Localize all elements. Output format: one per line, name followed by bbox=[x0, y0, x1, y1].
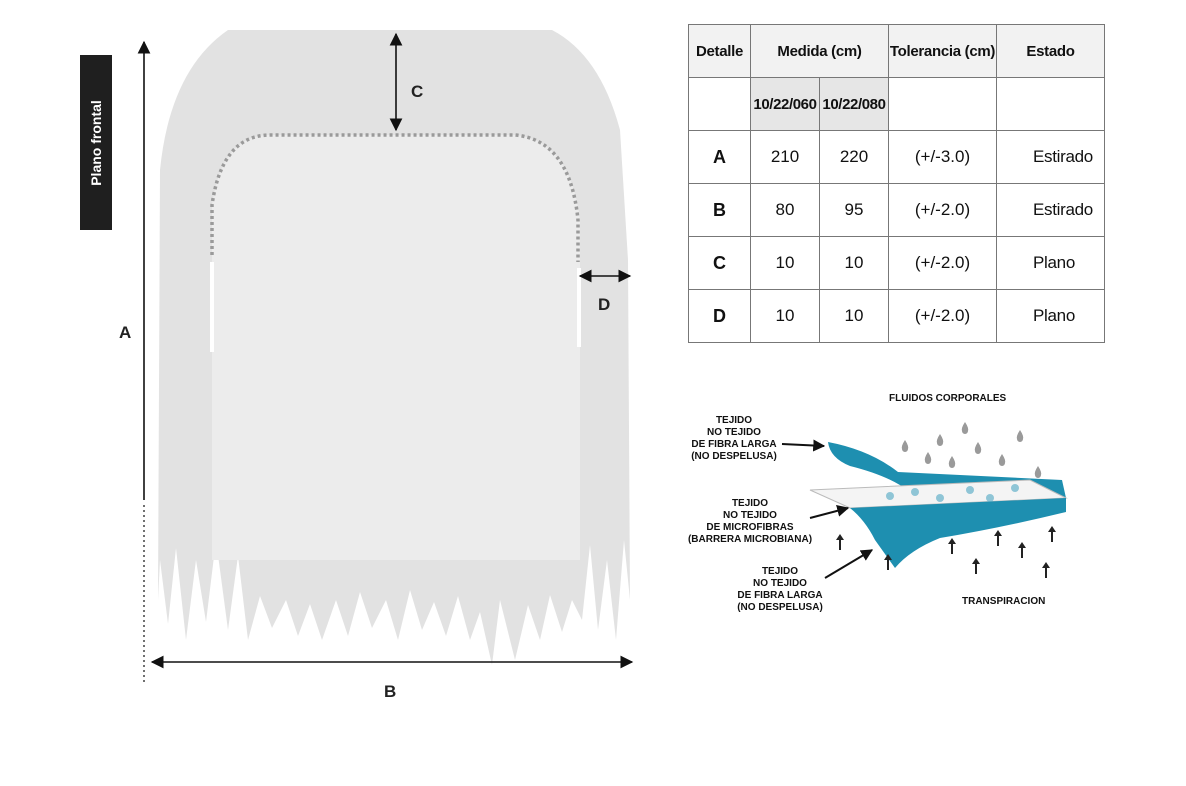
row-measure-2: 10 bbox=[819, 236, 889, 290]
header-measure: Medida (cm) bbox=[750, 24, 889, 78]
dimension-c-label: C bbox=[411, 82, 423, 101]
layer1-line: DE FIBRA LARGA bbox=[691, 439, 777, 450]
dimension-b-label: B bbox=[384, 682, 396, 701]
header-state: Estado bbox=[996, 24, 1105, 78]
fabric-bottom-layer bbox=[850, 498, 1066, 568]
measurement-table: Detalle Medida (cm) Tolerancia (cm) Esta… bbox=[688, 24, 1105, 343]
row-detail: D bbox=[688, 289, 751, 343]
microfibre-holes bbox=[886, 484, 1019, 502]
front-view-label: Plano frontal bbox=[80, 55, 112, 230]
dimension-d-label: D bbox=[598, 295, 610, 314]
row-state: Plano bbox=[996, 289, 1105, 343]
fabric-bottom-label: TRANSPIRACION bbox=[962, 596, 1046, 607]
pointer-top-layer bbox=[781, 439, 826, 452]
header-detail: Detalle bbox=[688, 24, 751, 78]
row-tolerance: (+/-3.0) bbox=[888, 130, 997, 184]
size-row-empty bbox=[996, 77, 1105, 131]
fabric-top-label: FLUIDOS CORPORALES bbox=[889, 393, 1007, 404]
row-measure-2: 95 bbox=[819, 183, 889, 237]
layer3-line: DE FIBRA LARGA bbox=[737, 590, 823, 601]
drape-inner-panel bbox=[212, 135, 580, 560]
row-measure-1: 80 bbox=[750, 183, 820, 237]
fabric-layers-diagram bbox=[781, 422, 1068, 579]
layer1-caption: TEJIDO NO TEJIDO DE FIBRA LARGA (NO DESP… bbox=[686, 415, 782, 463]
table-row: A 210 220 (+/-3.0) Estirado bbox=[688, 130, 1105, 184]
layer2-line: NO TEJIDO bbox=[723, 510, 777, 521]
size-code: 10/22/060 bbox=[750, 77, 820, 131]
dimension-a-label: A bbox=[119, 323, 131, 342]
pointer-middle-layer bbox=[809, 504, 850, 519]
layer2-caption: TEJIDO NO TEJIDO DE MICROFIBRAS (BARRERA… bbox=[684, 498, 816, 546]
layer2-line: DE MICROFIBRAS bbox=[706, 522, 794, 533]
table-row: B 80 95 (+/-2.0) Estirado bbox=[688, 183, 1105, 237]
size-code: 10/22/080 bbox=[819, 77, 889, 131]
row-measure-2: 220 bbox=[819, 130, 889, 184]
header-tolerance: Tolerancia (cm) bbox=[888, 24, 997, 78]
row-state: Plano bbox=[996, 236, 1105, 290]
inner-contour-dotted bbox=[210, 133, 580, 262]
row-detail: C bbox=[688, 236, 751, 290]
row-tolerance: (+/-2.0) bbox=[888, 236, 997, 290]
layer3-line: (NO DESPELUSA) bbox=[737, 602, 823, 613]
row-measure-1: 10 bbox=[750, 236, 820, 290]
row-tolerance: (+/-2.0) bbox=[888, 183, 997, 237]
size-row-empty bbox=[888, 77, 997, 131]
layer1-line: (NO DESPELUSA) bbox=[691, 451, 777, 462]
layer2-line: (BARRERA MICROBIANA) bbox=[687, 534, 813, 545]
table-row: C 10 10 (+/-2.0) Plano bbox=[688, 236, 1105, 290]
row-detail: B bbox=[688, 183, 751, 237]
layer2-line: TEJIDO bbox=[731, 498, 769, 509]
row-state: Estirado bbox=[996, 183, 1105, 237]
layer3-line: TEJIDO bbox=[761, 566, 799, 577]
table-size-row: 10/22/060 10/22/080 bbox=[688, 77, 1105, 131]
table-row: D 10 10 (+/-2.0) Plano bbox=[688, 289, 1105, 343]
row-measure-1: 10 bbox=[750, 289, 820, 343]
row-detail: A bbox=[688, 130, 751, 184]
fluid-droplets bbox=[901, 422, 1042, 478]
row-tolerance: (+/-2.0) bbox=[888, 289, 997, 343]
layer1-line: TEJIDO bbox=[715, 415, 753, 426]
pointer-bottom-layer bbox=[824, 549, 874, 579]
row-state: Estirado bbox=[996, 130, 1105, 184]
drape-front-diagram: A B C D bbox=[119, 30, 634, 701]
layer3-caption: TEJIDO NO TEJIDO DE FIBRA LARGA (NO DESP… bbox=[732, 566, 828, 614]
size-row-empty bbox=[688, 77, 751, 131]
layer1-line: NO TEJIDO bbox=[707, 427, 761, 438]
row-measure-1: 210 bbox=[750, 130, 820, 184]
layer3-line: NO TEJIDO bbox=[753, 578, 807, 589]
table-header-row: Detalle Medida (cm) Tolerancia (cm) Esta… bbox=[688, 24, 1105, 78]
front-view-label-text: Plano frontal bbox=[88, 99, 104, 186]
row-measure-2: 10 bbox=[819, 289, 889, 343]
